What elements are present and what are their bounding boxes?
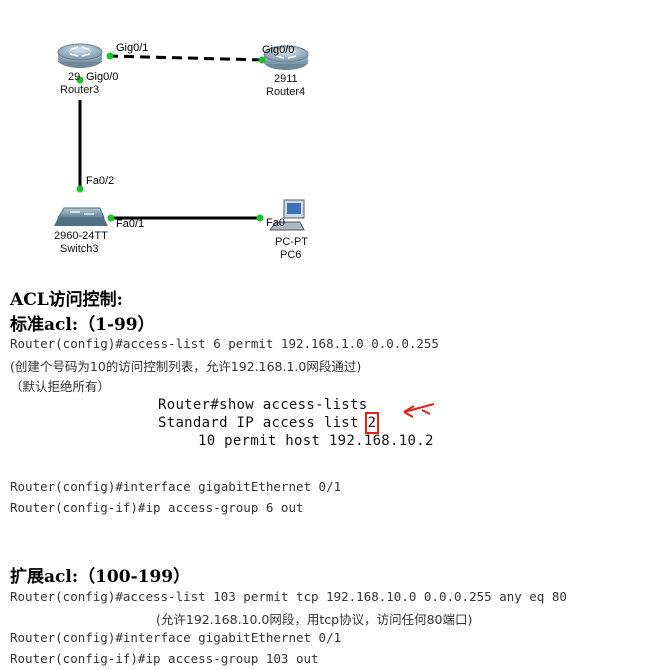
router3-name: Router3: [60, 84, 100, 96]
port-label-sw-fa02: Fa0/2: [86, 175, 115, 187]
show-output-prefix: Standard IP access list: [158, 415, 368, 431]
std-cmd-access-list: Router(config)#access-list 6 permit 192.…: [10, 336, 439, 351]
pc6-icon[interactable]: [269, 199, 305, 231]
std-cmd-access-group: Router(config-if)#ip access-group 6 out: [10, 500, 304, 515]
port-label-r3-gig01: Gig0/1: [116, 42, 149, 54]
port-dot-r3-gig00: [76, 76, 84, 84]
std-cmd-interface: Router(config)#interface gigabitEthernet…: [10, 479, 342, 494]
router4-model: 2911: [274, 73, 298, 85]
port-dot-sw-fa01: [107, 214, 115, 222]
ext-cmd-access-group: Router(config-if)#ip access-group 103 ou…: [10, 651, 319, 666]
port-dot-r4-gig00: [258, 56, 266, 64]
port-label-r3-gig00: Gig0/0: [86, 71, 119, 83]
page-title: ACL访问控制:: [10, 290, 123, 310]
pc6-model: PC-PT: [275, 236, 308, 248]
switch3-icon[interactable]: [54, 207, 108, 226]
ext-cmd-interface: Router(config)#interface gigabitEthernet…: [10, 630, 342, 645]
link-router3-router4: [107, 54, 265, 62]
port-label-r4-gig00: Gig0/0: [262, 44, 295, 56]
std-note-create: (创建个号码为10的访问控制列表，允许192.168.1.0网段通过): [10, 359, 362, 374]
switch3-model: 2960-24TT: [54, 230, 108, 242]
ext-cmd-access-list: Router(config)#access-list 103 permit tc…: [10, 589, 567, 604]
router3-icon[interactable]: [57, 43, 103, 68]
router3-model: 29: [68, 71, 81, 83]
std-note-default-deny: （默认拒绝所有）: [10, 379, 111, 394]
red-arrow-icon: [403, 403, 435, 418]
router4-name: Router4: [266, 86, 306, 98]
port-dot-sw-fa02: [76, 185, 84, 193]
ext-note-allow: (允许192.168.10.0网段，用tcp协议，访问任何80端口): [156, 612, 473, 627]
port-dot-r3-gig01: [106, 52, 114, 60]
switch3-name: Switch3: [60, 243, 99, 255]
pc6-name: PC6: [280, 249, 302, 261]
highlighted-list-number: 2: [364, 412, 380, 434]
port-label-pc-fa0: Fa0: [266, 217, 285, 229]
router4-icon[interactable]: [263, 45, 309, 70]
show-output-line: Standard IP access list 2: [158, 412, 380, 434]
extended-acl-heading: 扩展acl:（100-199）: [10, 567, 191, 587]
show-access-lists-cmd: Router#show access-lists: [158, 397, 368, 413]
show-output-entry: 10 permit host 192.168.10.2: [198, 433, 434, 449]
port-label-sw-fa01: Fa0/1: [116, 218, 145, 230]
port-dot-pc-fa0: [256, 214, 264, 222]
network-topology: [54, 43, 309, 231]
standard-acl-heading: 标准acl:（1-99）: [10, 315, 155, 335]
